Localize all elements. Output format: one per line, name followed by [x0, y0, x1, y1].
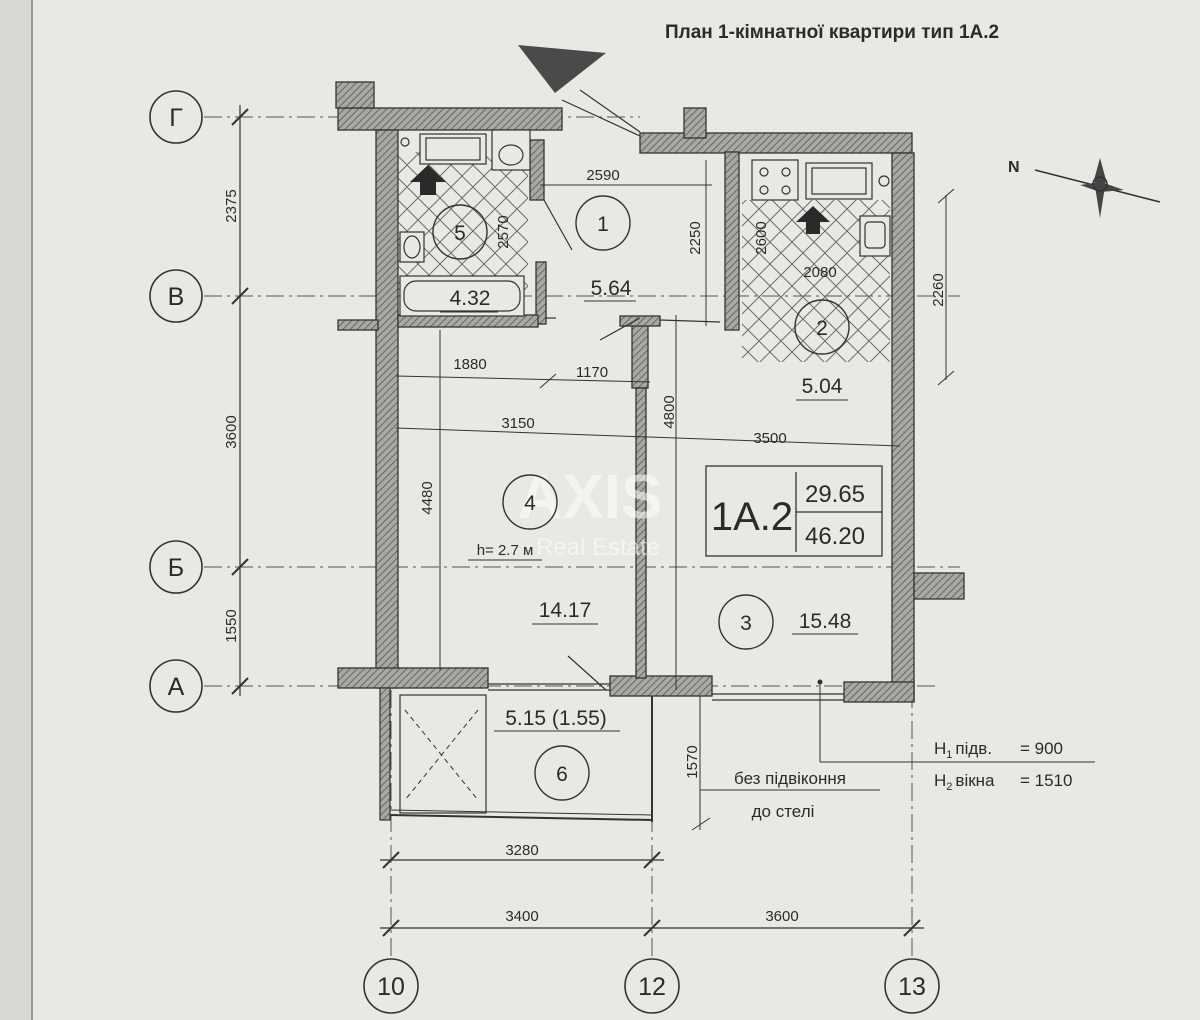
row-axis-label: Б — [168, 554, 184, 582]
room-area: 5.15 (1.55) — [505, 707, 607, 730]
row-axis-g: Г — [149, 90, 203, 144]
north-label: N — [1008, 159, 1020, 176]
window-note: без підвіконня до стелі — [700, 769, 880, 821]
dim-label: 3500 — [753, 430, 786, 447]
watermark-logo: AXIS Real Estate — [518, 463, 663, 561]
watermark-brand: AXIS — [518, 463, 663, 532]
compass-rose-icon: N — [1008, 158, 1161, 218]
room-area: 14.17 — [539, 599, 592, 622]
room-number: 4 — [524, 492, 536, 515]
room-4: 4 14.17 h= 2.7 м — [468, 474, 598, 625]
ceiling-height: h= 2.7 м — [477, 542, 534, 559]
balcony-outline — [379, 655, 653, 822]
room-number: 6 — [556, 763, 568, 786]
room-number: 3 — [740, 612, 752, 635]
row-axis-a: А — [149, 659, 203, 713]
col-axis-12: 12 — [624, 958, 680, 1014]
total-area: 46.20 — [805, 523, 865, 550]
window-note-line2: до стелі — [752, 802, 815, 821]
vent-arrow-icon — [796, 206, 830, 234]
row-axis-label: В — [168, 283, 185, 311]
col-axis-10: 10 — [363, 958, 419, 1014]
room-number: 5 — [454, 222, 466, 245]
col-axis-13: 13 — [884, 958, 940, 1014]
row-axis-v: В — [149, 269, 203, 323]
room-area: 5.04 — [802, 375, 843, 398]
room-area: 4.32 — [450, 287, 491, 310]
room-2: 2 5.04 — [794, 299, 850, 401]
doors — [543, 199, 721, 341]
windows — [488, 99, 844, 701]
vent-arrow-icon — [410, 165, 446, 195]
dim-label: 4800 — [661, 395, 678, 428]
room-6: 6 5.15 (1.55) — [494, 707, 620, 801]
dim-label: 2080 — [803, 264, 836, 281]
dim-label: 4480 — [419, 481, 436, 514]
dim-label: 1170 — [576, 364, 608, 381]
dim-label: 1570 — [684, 745, 701, 778]
row-axis-label: Г — [169, 104, 183, 132]
col-axis-label: 10 — [377, 973, 405, 1001]
room-5: 5 4.32 — [432, 204, 498, 313]
left-dimension-chain: 2375 3600 1550 — [223, 105, 249, 696]
internal-dimensions — [395, 160, 955, 831]
dim-label: 2250 — [687, 221, 704, 254]
row-axis-b: Б — [149, 540, 203, 594]
living-area: 29.65 — [805, 481, 865, 508]
kitchen-fixtures — [751, 159, 891, 257]
dim-label: 2600 — [753, 221, 770, 254]
room-area: 15.48 — [799, 610, 852, 633]
dim-label: 2590 — [586, 167, 619, 184]
apartment-type: 1А.2 — [711, 495, 793, 539]
dim-label: 2260 — [930, 273, 947, 306]
col-axis-label: 13 — [898, 973, 926, 1001]
binder-edge — [0, 0, 32, 1020]
dim-label: 3150 — [501, 415, 534, 432]
room-area: 5.64 — [591, 277, 632, 300]
walls — [335, 81, 965, 703]
bathroom-fixtures — [399, 129, 531, 317]
row-axis-label: А — [168, 673, 185, 701]
dim-label: 3600 — [765, 908, 798, 925]
room-3: 3 15.48 — [718, 594, 858, 650]
dim-label: 3280 — [505, 842, 538, 859]
drawing-title: План 1-кімнатної квартири тип 1А.2 — [665, 22, 999, 43]
grid-axis-lines — [204, 116, 960, 958]
entrance-marker — [518, 45, 606, 93]
room-number: 1 — [597, 213, 609, 236]
bottom-dimension-chains: 3280 3400 3600 — [380, 842, 924, 937]
watermark-sub: Real Estate — [536, 534, 660, 561]
dim-label: 3600 — [223, 415, 240, 448]
dim-label: 1550 — [223, 609, 240, 642]
window-note-line1: без підвіконня — [734, 769, 846, 788]
dim-label: 2375 — [223, 189, 240, 222]
room-1: 1 5.64 — [575, 195, 636, 302]
apartment-type-box: 1А.2 29.65 46.20 — [705, 465, 883, 557]
col-axis-label: 12 — [638, 973, 666, 1001]
room-number: 2 — [816, 317, 828, 340]
dim-label: 3400 — [505, 908, 538, 925]
dim-label: 1880 — [453, 356, 486, 373]
dim-label: 2570 — [495, 215, 512, 248]
